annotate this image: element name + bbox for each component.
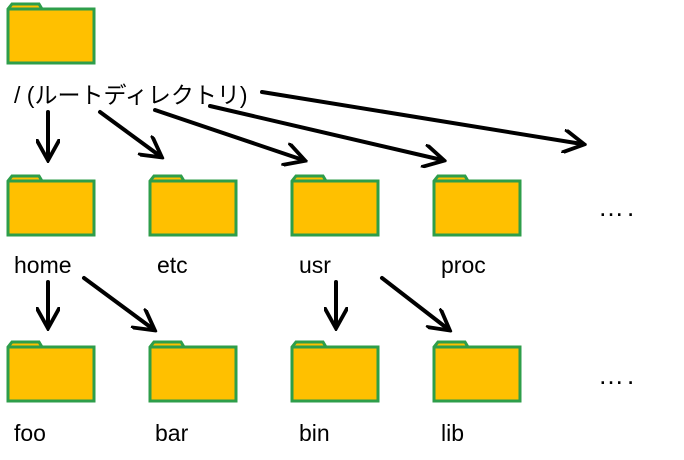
arrow-root-to-etc bbox=[98, 110, 160, 156]
folder-icon-lib[interactable] bbox=[432, 340, 522, 403]
arrow-root-to-more bbox=[260, 90, 582, 144]
root-directory-label: / (ルートディレクトリ) bbox=[14, 82, 248, 108]
folder-icon-etc[interactable] bbox=[148, 174, 238, 237]
folder-label-lib: lib bbox=[441, 420, 465, 446]
folder-label-bar: bar bbox=[155, 420, 189, 446]
folder-label-etc: etc bbox=[157, 252, 188, 278]
arrow-root-to-usr bbox=[153, 108, 303, 160]
folder-icon-bin[interactable] bbox=[290, 340, 380, 403]
folder-icon-home[interactable] bbox=[6, 174, 96, 237]
folder-label-proc: proc bbox=[441, 252, 486, 278]
folder-icon-bar[interactable] bbox=[148, 340, 238, 403]
folder-label-foo: foo bbox=[14, 420, 46, 446]
more-folders-indicator-level1: …. bbox=[598, 192, 638, 222]
folder-icon-foo[interactable] bbox=[6, 340, 96, 403]
folder-label-usr: usr bbox=[299, 252, 331, 278]
arrow-usr-to-lib bbox=[380, 276, 448, 329]
folder-icon-usr[interactable] bbox=[290, 174, 380, 237]
more-folders-indicator-level2: …. bbox=[598, 360, 638, 390]
arrow-root-to-proc bbox=[208, 104, 442, 160]
folder-icon-proc[interactable] bbox=[432, 174, 522, 237]
arrow-home-to-bar bbox=[82, 276, 153, 329]
folder-label-home: home bbox=[14, 252, 72, 278]
folder-icon-root[interactable] bbox=[6, 2, 96, 65]
folder-label-bin: bin bbox=[299, 420, 330, 446]
